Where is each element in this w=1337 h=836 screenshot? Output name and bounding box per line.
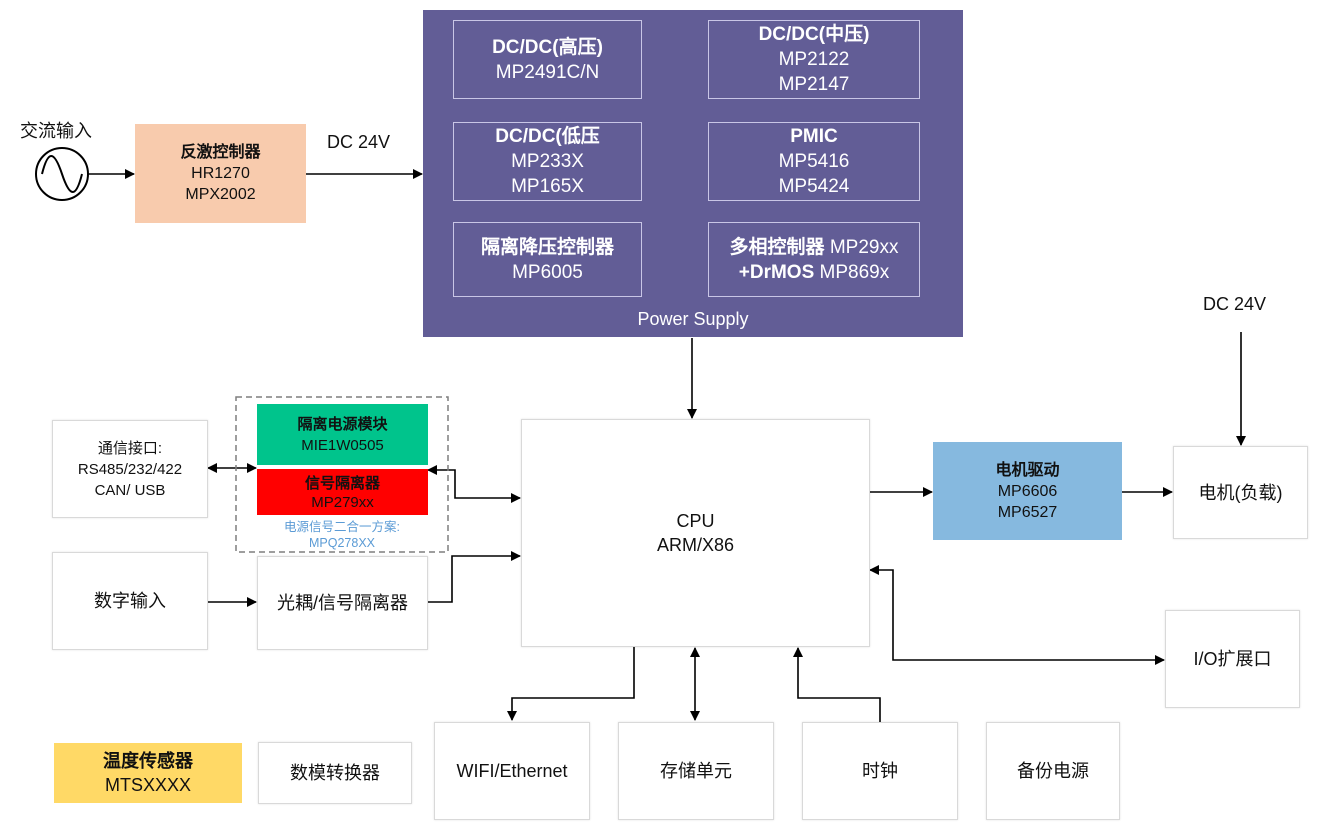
iso-power-title: 隔离电源模块 xyxy=(297,415,388,433)
temp-sensor-title: 温度传感器 xyxy=(103,751,193,771)
ac-input-label: 交流输入 xyxy=(20,121,92,141)
io-expansion-port: I/O扩展口 xyxy=(1165,610,1300,708)
iso-power-module: 隔离电源模块 MIE1W0505 xyxy=(257,404,428,465)
arrow-cpu-io xyxy=(869,565,1165,665)
cpu-arch: ARM/X86 xyxy=(656,535,735,555)
flyback-part-1: HR1270 xyxy=(191,165,250,182)
signal-isolator: 信号隔离器 MP279xx xyxy=(257,469,428,515)
motor-driver: 电机驱动 MP6606 MP6527 xyxy=(933,442,1122,540)
cpu: CPU ARM/X86 xyxy=(521,419,870,647)
flyback-part-2: MPX2002 xyxy=(185,186,256,203)
cpu-label: CPU xyxy=(676,511,715,531)
dcdc-low-title: DC/DC(低压 xyxy=(495,126,600,147)
multiphase-block: 多相控制器 MP29xx +DrMOS MP869x xyxy=(708,222,920,297)
dcdc-mid-part-1: MP2122 xyxy=(778,49,850,70)
pmic-title: PMIC xyxy=(790,126,838,147)
temp-sensor-part: MTSXXXX xyxy=(104,775,192,795)
motor-driver-part-1: MP6606 xyxy=(997,482,1058,500)
arrow-cpu-to-wifi xyxy=(507,646,635,721)
storage-unit: 存储单元 xyxy=(618,722,774,820)
power-supply-label: Power Supply xyxy=(637,309,749,329)
dcdc-high-block: DC/DC(高压) MP2491C/N xyxy=(453,20,642,99)
multiphase-line-2: +DrMOS MP869x xyxy=(738,261,890,283)
ac-source-icon xyxy=(35,147,89,201)
motor-load: 电机(负载) xyxy=(1173,446,1308,539)
backup-power: 备份电源 xyxy=(986,722,1120,820)
arrow-clock-to-cpu xyxy=(793,647,881,722)
dc24-right-label: DC 24V xyxy=(1203,294,1267,314)
pmic-block: PMIC MP5416 MP5424 xyxy=(708,122,920,201)
dcdc-low-part-2: MP165X xyxy=(511,176,584,197)
optocoupler-isolator: 光耦/信号隔离器 xyxy=(257,556,428,650)
flyback-title: 反激控制器 xyxy=(180,144,261,161)
comm-interface: 通信接口: RS485/232/422 CAN/ USB xyxy=(52,420,208,518)
pmic-part-2: MP5424 xyxy=(778,176,850,197)
multiphase-line-1: 多相控制器 MP29xx xyxy=(729,236,899,258)
iso-power-part: MIE1W0505 xyxy=(301,436,384,454)
comm-can-usb: CAN/ USB xyxy=(94,481,166,499)
dcdc-mid-block: DC/DC(中压) MP2122 MP2147 xyxy=(708,20,920,99)
isolated-buck-part: MP6005 xyxy=(512,261,583,283)
flyback-controller: 反激控制器 HR1270 MPX2002 xyxy=(135,124,306,223)
isolation-group-border xyxy=(235,396,449,553)
dcdc-high-title: DC/DC(高压) xyxy=(492,36,603,58)
signal-isolator-title: 信号隔离器 xyxy=(304,475,380,492)
dcdc-low-block: DC/DC(低压 MP233X MP165X xyxy=(453,122,642,201)
temperature-sensor: 温度传感器 MTSXXXX xyxy=(54,743,242,803)
combo-note-line-2: MPQ278XX xyxy=(308,536,375,550)
comm-protocols: RS485/232/422 xyxy=(77,460,183,478)
signal-isolator-part: MP279xx xyxy=(311,494,374,511)
clock: 时钟 xyxy=(802,722,958,820)
comm-label: 通信接口: xyxy=(97,439,163,457)
motor-driver-part-2: MP6527 xyxy=(997,503,1058,521)
dcdc-low-part-1: MP233X xyxy=(511,151,584,172)
motor-driver-title: 电机驱动 xyxy=(995,461,1060,479)
pmic-part-1: MP5416 xyxy=(778,151,850,172)
isolated-buck-block: 隔离降压控制器 MP6005 xyxy=(453,222,642,297)
combo-note: 电源信号二合一方案: MPQ278XX xyxy=(238,519,446,551)
dc24-top-label: DC 24V xyxy=(327,132,391,152)
digital-input: 数字输入 xyxy=(52,552,208,650)
dcdc-high-part: MP2491C/N xyxy=(495,61,600,83)
power-supply: DC/DC(高压) MP2491C/N DC/DC(中压) MP2122 MP2… xyxy=(423,10,963,337)
wifi-ethernet: WIFI/Ethernet xyxy=(434,722,590,820)
arrow-opto-to-cpu xyxy=(428,551,521,603)
dcdc-mid-part-2: MP2147 xyxy=(778,74,850,95)
combo-note-line-1: 电源信号二合一方案: xyxy=(284,520,400,534)
dcdc-mid-title: DC/DC(中压) xyxy=(758,24,870,45)
dac-converter: 数模转换器 xyxy=(258,742,412,804)
isolated-buck-title: 隔离降压控制器 xyxy=(480,236,614,258)
arrow-isolator-to-cpu xyxy=(427,465,521,503)
